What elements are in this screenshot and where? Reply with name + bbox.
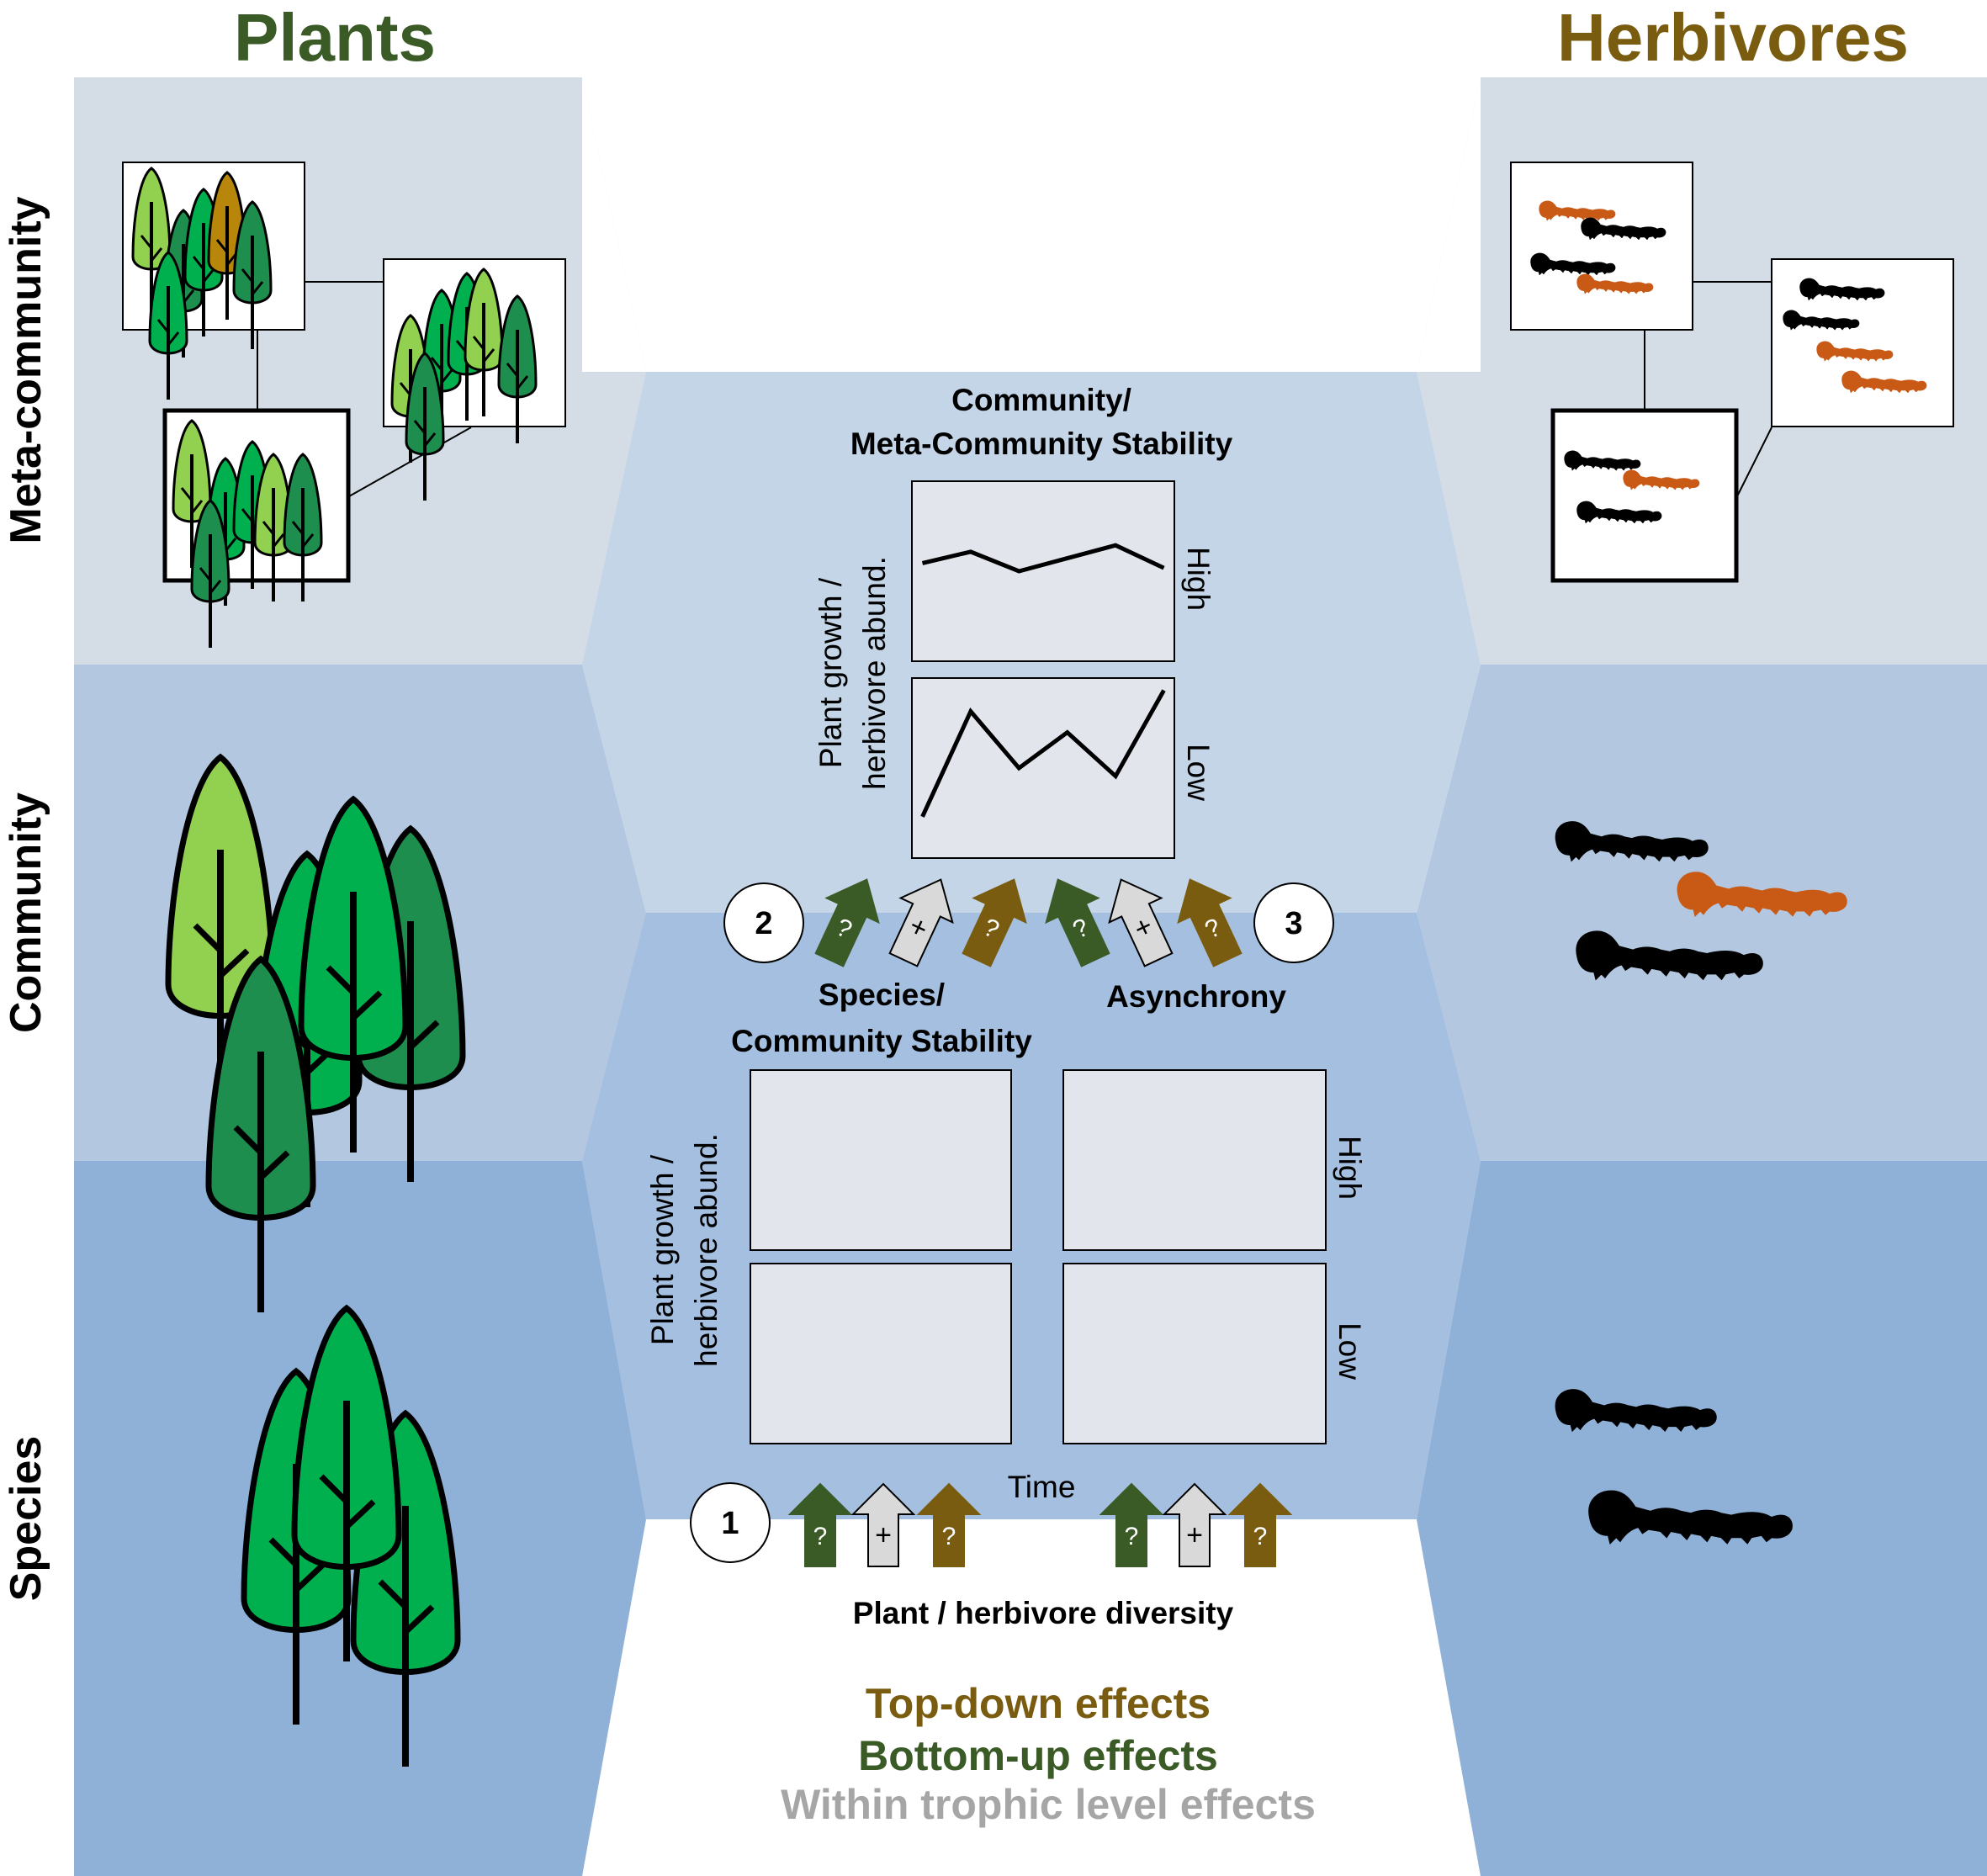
level-label-meta: Meta-community [2,196,50,543]
top-ylabel-1: Plant growth / [813,577,848,768]
within-arrow-1a: + [850,1482,916,1567]
panel-asynchrony-low [1062,1263,1327,1444]
circle-1-label: 1 [721,1506,739,1541]
arrow-q-label: ? [942,1523,956,1550]
level-label-community: Community [2,792,50,1033]
circle-1 [690,1482,771,1563]
top-ylabel-2: herbivore abund. [857,556,892,790]
circle-2-label: 2 [755,906,772,941]
arrow-plus-label: + [875,1519,892,1551]
bottom-up-arrow-1b: ? [1099,1482,1164,1567]
bottom-up-arrow-2: ? [814,878,880,967]
meta-community-herbivore-patches [1510,162,1954,583]
legend-within: Within trophic level effects [781,1781,1316,1828]
within-arrow-1b: + [1162,1482,1227,1567]
plants-header: Plants [234,0,436,75]
bottom-ylabel-2: herbivore abund. [689,1133,723,1367]
level-label-species: Species [2,1436,50,1602]
panel-species-stability-low [750,1263,1012,1444]
community-low-series-line-1 [920,689,1166,818]
legend-bottom-up: Bottom-up effects [858,1732,1218,1779]
time-label: Time [1008,1470,1076,1504]
legend-top-down: Top-down effects [866,1680,1211,1727]
circle-3-label: 3 [1285,906,1302,941]
circle-2 [723,882,804,963]
top-down-arrow-2: ? [962,878,1027,967]
herbivore-patch-3 [1550,408,1739,583]
top-low-label: Low [1181,744,1216,801]
community-high-series-line-1 [921,543,1165,574]
top-down-arrow-1b: ? [1227,1482,1293,1567]
bottom-ylabel-1: Plant growth / [645,1154,680,1345]
community-stability-title-2: Meta-Community Stability [850,427,1233,461]
arrow-q-label: ? [1125,1523,1139,1550]
diversity-label: Plant / herbivore diversity [853,1596,1234,1630]
arrow-q-label: ? [1253,1523,1268,1550]
herbivore-patch-2 [1771,258,1954,427]
species-stability-title-2: Community Stability [731,1024,1032,1058]
bottom-up-arrow-1a: ? [787,1482,853,1567]
panel-community-high [911,480,1175,662]
top-down-arrow-1a: ? [916,1482,982,1567]
within-arrow-2: + [888,878,954,967]
panel-asynchrony-high [1062,1069,1327,1251]
top-down-arrow-3: ? [1177,878,1243,967]
circle-3 [1253,882,1334,963]
bottom-up-arrow-3: ? [1045,878,1110,967]
herbivores-header: Herbivores [1557,0,1909,75]
bottom-low-label: Low [1333,1322,1367,1380]
species-stability-title-1: Species/ [819,978,945,1012]
meta-community-plant-patches [122,162,566,649]
asynchrony-title: Asynchrony [1106,979,1286,1014]
panel-species-stability-high [750,1069,1012,1251]
arrow-row-upper: 2 3 ? + ? ? + ? [723,878,1334,967]
herbivore-patch-1 [1510,162,1693,331]
within-arrow-3: + [1108,878,1174,967]
arrow-row-lower: 1 ? + ? ? + ? [690,1482,1293,1567]
panel-community-low [911,677,1175,859]
bottom-high-label: High [1333,1136,1367,1200]
arrow-plus-label: + [1186,1519,1203,1551]
community-stability-title-1: Community/ [951,383,1131,417]
arrow-q-label: ? [813,1523,828,1550]
top-high-label: High [1181,547,1216,611]
